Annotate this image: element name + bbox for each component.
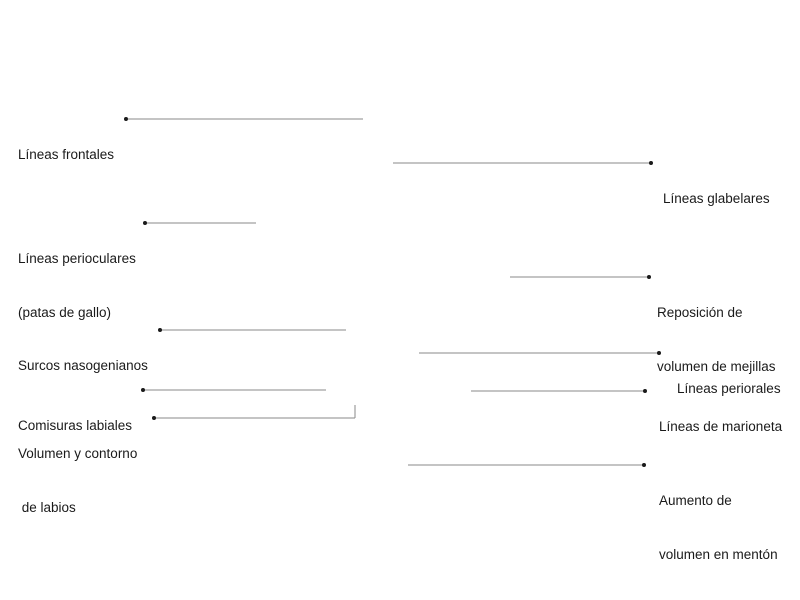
label-lineas-marioneta: Líneas de marioneta xyxy=(659,382,782,472)
label-lineas-glabelares: Líneas glabelares xyxy=(663,154,770,244)
leader-dot-lineas-perioculares xyxy=(143,221,147,225)
label-lineas-frontales-text: Líneas frontales xyxy=(18,147,115,162)
leader-dot-lineas-frontales xyxy=(124,117,128,121)
leader-dot-comisuras-labiales xyxy=(141,388,145,392)
label-volumen-labios-line1: Volumen y contorno xyxy=(18,446,138,461)
label-surcos-nasogenianos: Surcos nasogenianos xyxy=(18,321,148,411)
label-surcos-nasogenianos-text: Surcos nasogenianos xyxy=(18,358,148,373)
leader-dot-lineas-glabelares xyxy=(649,161,653,165)
leader-dot-lineas-marioneta xyxy=(643,389,647,393)
label-aumento-menton: Aumento de volumen en mentón xyxy=(659,456,778,600)
label-volumen-labios: Volumen y contorno de labios xyxy=(18,409,137,553)
leader-dot-aumento-menton xyxy=(642,463,646,467)
label-volumen-labios-line2: de labios xyxy=(18,500,76,515)
label-lineas-periorales-text: Líneas periorales xyxy=(677,381,781,396)
label-aumento-menton-line2: volumen en mentón xyxy=(659,547,778,562)
leader-dot-volumen-labios xyxy=(152,416,156,420)
label-lineas-frontales: Líneas frontales xyxy=(18,110,114,200)
label-comisuras-labiales-text: Comisuras labiales xyxy=(18,418,133,433)
leader-dot-surcos-nasogenianos xyxy=(158,328,162,332)
label-lineas-marioneta-text: Líneas de marioneta xyxy=(659,419,783,434)
leader-dot-reposicion-mejillas xyxy=(647,275,651,279)
label-lineas-perioculares-line1: Líneas perioculares xyxy=(18,251,136,266)
label-aumento-menton-line1: Aumento de xyxy=(659,493,732,508)
label-lineas-glabelares-text: Líneas glabelares xyxy=(663,191,770,206)
label-lineas-periorales: Líneas periorales xyxy=(677,344,781,434)
label-comisuras-labiales: Comisuras labiales xyxy=(18,381,132,471)
label-reposicion-mejillas: Reposición de volumen de mejillas xyxy=(657,268,776,412)
label-reposicion-mejillas-line1: Reposición de xyxy=(657,305,743,320)
label-lineas-perioculares-line2: (patas de gallo) xyxy=(18,305,112,320)
label-reposicion-mejillas-line2: volumen de mejillas xyxy=(657,359,776,374)
label-lineas-perioculares: Líneas perioculares (patas de gallo) xyxy=(18,214,136,358)
leader-dot-lineas-periorales xyxy=(657,351,661,355)
